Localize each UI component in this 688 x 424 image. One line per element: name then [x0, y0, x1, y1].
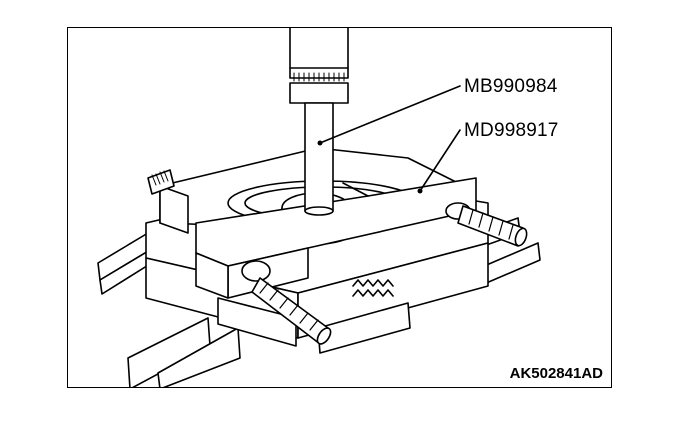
- gear-teeth: [352, 279, 394, 297]
- bearing-puller-illustration: [97, 28, 541, 387]
- press-rod: [289, 28, 349, 216]
- callout-md998917: MD998917: [464, 120, 559, 141]
- leader-line-a: [319, 85, 461, 144]
- figure-code: AK502841AD: [509, 365, 603, 382]
- leader-line-b: [419, 129, 461, 192]
- bolt-front-left: [241, 260, 332, 345]
- leader-lines: [317, 85, 461, 194]
- illustration-frame: MB990984 MD998917 AK502841AD: [67, 27, 612, 388]
- bolt-back-left: [147, 169, 175, 195]
- callout-mb990984: MB990984: [464, 76, 558, 97]
- bolt-right: [445, 202, 528, 247]
